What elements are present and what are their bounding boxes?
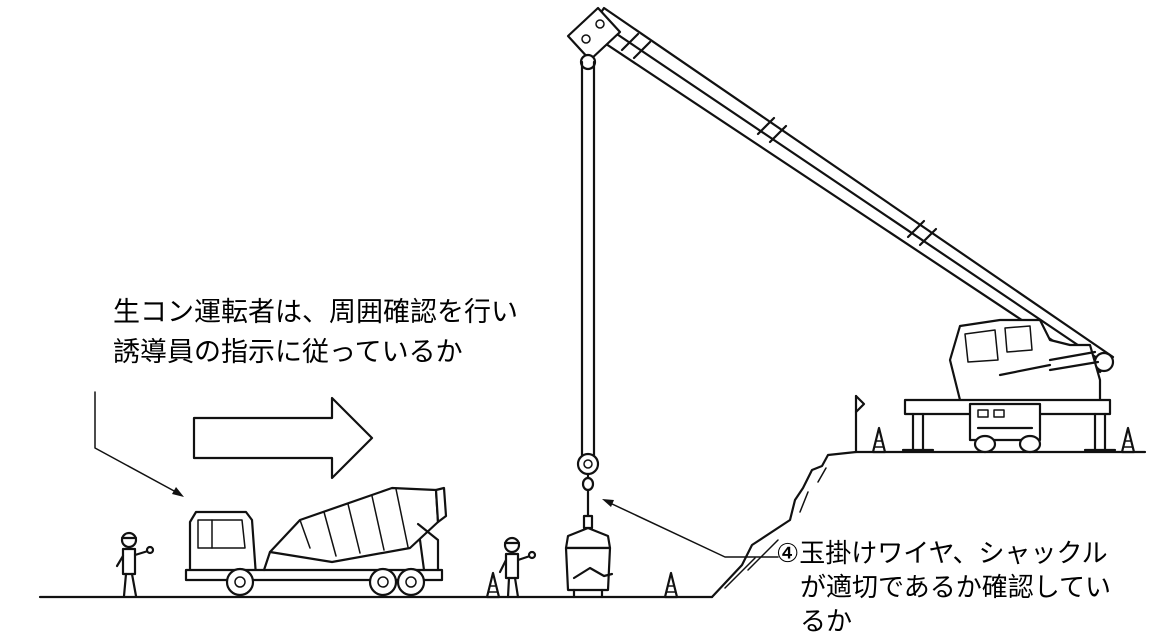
ground	[38, 450, 1147, 599]
rigging-check-note: ④玉掛けワイヤ、シャックル が適切であるか確認してい るか	[776, 537, 1111, 639]
concrete-bucket-icon	[564, 514, 614, 599]
worker-icon	[115, 531, 155, 598]
traffic-cone-icon	[1120, 426, 1136, 454]
driver-check-note: 生コン運転者は、周囲確認を行い 誘導員の指示に従っているか	[113, 293, 518, 373]
traffic-cone-icon	[485, 571, 501, 599]
leader-line-driver	[94, 391, 184, 497]
rigging-check-line-3: るか	[800, 607, 853, 637]
leader-line-rigging	[602, 499, 779, 558]
rigging-check-line-1: ④玉掛けワイヤ、シャックル	[776, 539, 1108, 569]
traffic-cone-icon	[871, 426, 887, 454]
driver-check-line-1: 生コン運転者は、周囲確認を行い	[113, 297, 518, 328]
crane-truck-icon	[566, 6, 1117, 518]
driver-check-line-2: 誘導員の指示に従っているか	[113, 337, 463, 368]
direction-arrow-icon	[192, 396, 374, 480]
traffic-cone-icon	[663, 571, 679, 599]
flag-icon	[854, 394, 866, 454]
concrete-mixer-truck-icon	[184, 486, 448, 597]
rigging-check-line-2: が適切であるか確認してい	[800, 573, 1111, 603]
worker-icon	[498, 536, 537, 599]
